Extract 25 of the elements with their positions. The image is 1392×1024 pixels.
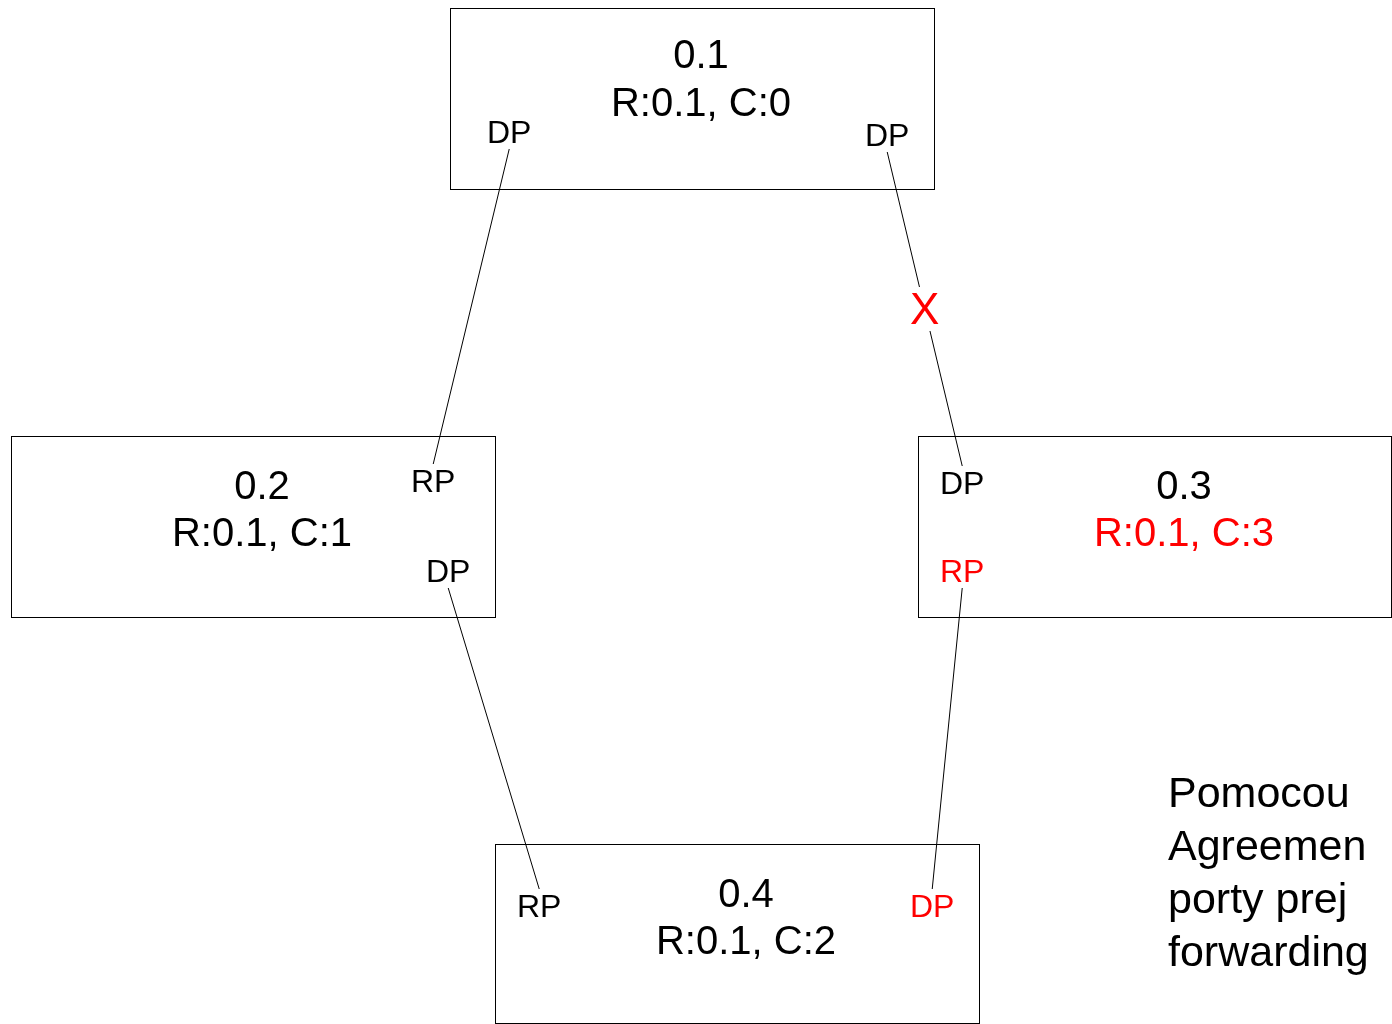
port-label: DP: [865, 118, 910, 152]
port-label: RP: [411, 464, 456, 498]
note-text: Pomocou Agreemen porty prej forwarding: [1168, 767, 1370, 977]
switch-box: [495, 844, 980, 1024]
bridge-id-text: 0.3: [1155, 462, 1213, 508]
link-line: [447, 587, 540, 890]
port-label: DP: [426, 554, 471, 588]
edge-label: X: [909, 287, 941, 331]
link-line: [931, 587, 963, 890]
bridge-id-text: 0.4: [717, 870, 775, 916]
bridge-id-text: 0.2: [233, 462, 291, 508]
port-label: DP: [910, 889, 955, 923]
link-line: [432, 148, 510, 465]
root-cost-text: R:0.1, C:3: [1092, 509, 1276, 555]
switch-box: [11, 436, 496, 618]
switch-box: [450, 8, 935, 190]
port-label: RP: [940, 554, 985, 588]
root-cost-text: R:0.1, C:0: [609, 79, 793, 125]
switch-box: [918, 436, 1392, 618]
root-cost-text: R:0.1, C:1: [170, 509, 354, 555]
bridge-id-text: 0.1: [672, 31, 730, 77]
port-label: DP: [487, 115, 532, 149]
root-cost-text: R:0.1, C:2: [654, 917, 838, 963]
port-label: DP: [940, 466, 985, 500]
port-label: RP: [517, 889, 562, 923]
